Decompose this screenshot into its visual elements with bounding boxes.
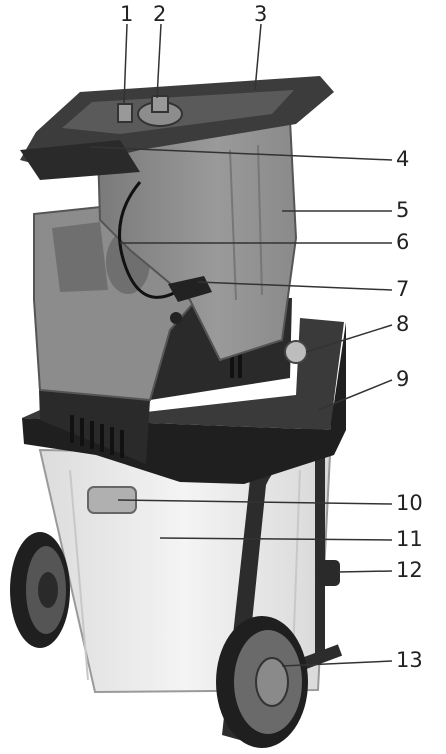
callout-5: 5 <box>396 198 410 222</box>
power-cable <box>118 181 177 299</box>
callout-8: 8 <box>396 312 410 336</box>
callout-6: 6 <box>396 230 410 254</box>
adjustment-knob <box>284 340 308 364</box>
callout-12: 12 <box>396 558 423 582</box>
push-handle-frame <box>222 400 346 740</box>
right-wheel <box>216 616 308 748</box>
callout-1: 1 <box>120 2 134 26</box>
callout-10: 10 <box>396 491 423 515</box>
callout-4: 4 <box>396 147 410 171</box>
callout-13: 13 <box>396 648 423 672</box>
callout-3: 3 <box>254 2 268 26</box>
on-off-switch <box>117 103 133 123</box>
callout-7: 7 <box>396 277 410 301</box>
stand-foot <box>318 560 340 586</box>
callout-2: 2 <box>153 2 167 26</box>
callout-11: 11 <box>396 527 423 551</box>
left-wheel <box>10 532 70 648</box>
funnel-hood <box>96 118 298 362</box>
vent-slots <box>70 340 242 458</box>
leader-lines <box>89 23 393 667</box>
base-tray <box>22 318 344 430</box>
callout-9: 9 <box>396 367 410 391</box>
